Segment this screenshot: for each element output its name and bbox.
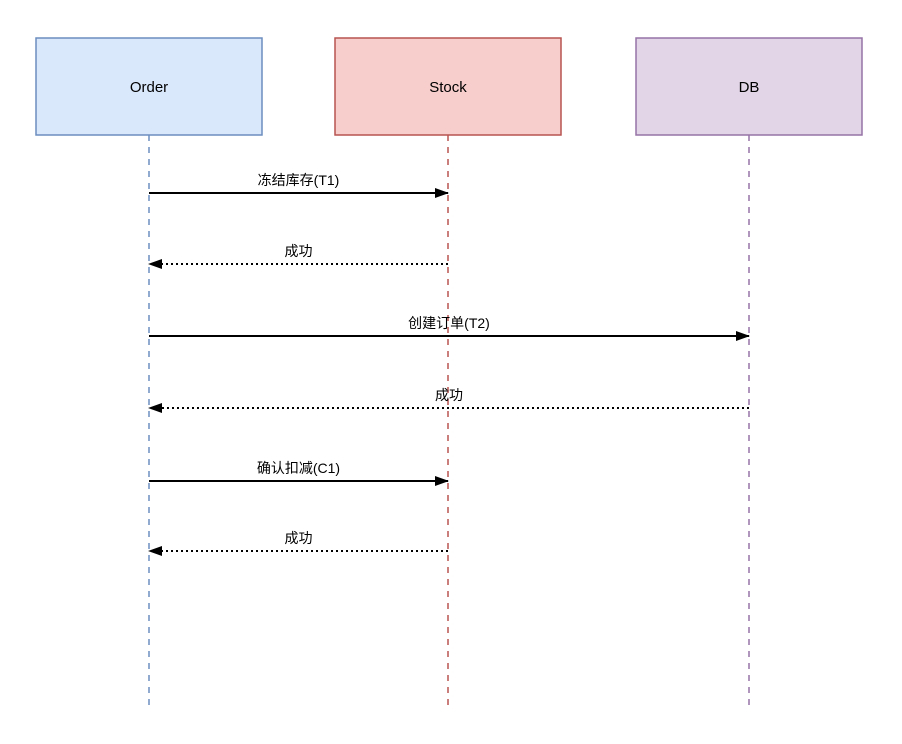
participant-label-stock: Stock bbox=[429, 79, 467, 96]
participant-label-order: Order bbox=[130, 79, 168, 96]
message-label-1: 成功 bbox=[285, 243, 313, 259]
message-label-4: 确认扣减(C1) bbox=[257, 460, 340, 476]
participant-stock: Stock bbox=[334, 37, 562, 136]
participant-label-db: DB bbox=[739, 79, 760, 96]
message-label-2: 创建订单(T2) bbox=[408, 315, 490, 331]
message-label-0: 冻结库存(T1) bbox=[258, 172, 340, 188]
participant-box-order bbox=[35, 37, 263, 136]
participant-box-stock bbox=[334, 37, 562, 136]
message-label-3: 成功 bbox=[435, 387, 463, 403]
participant-db: DB bbox=[635, 37, 863, 136]
participant-order: Order bbox=[35, 37, 263, 136]
participant-box-db bbox=[635, 37, 863, 136]
message-label-5: 成功 bbox=[285, 530, 313, 546]
